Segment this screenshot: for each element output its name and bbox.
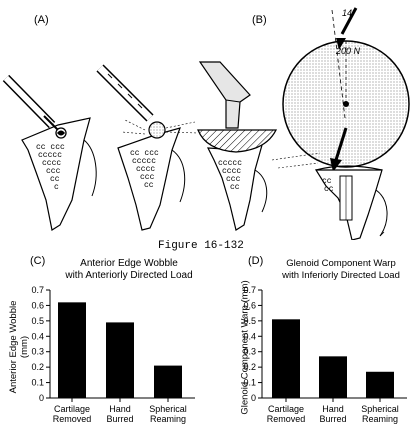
panel-b-label: (B) (252, 14, 267, 26)
chart-c-title-line: with Anteriorly Directed Load (65, 270, 193, 281)
cartilage-row: cc (50, 175, 60, 184)
spherical-reamer-tool (197, 61, 278, 153)
chart-c-ytick-label: 0.5 (31, 316, 44, 326)
chart-d-category-label: Removed (267, 414, 306, 424)
chart-c-ytick-label: 0.2 (31, 362, 44, 372)
chart-c-bar (154, 365, 182, 398)
humeral-head-sphere (282, 9, 410, 168)
chart-d-ytick-label: 0.4 (243, 331, 256, 341)
chart-d-title-line: with Inferiorly Directed Load (282, 270, 400, 281)
chart-d-title-line: Glenoid Component Warp (286, 258, 396, 269)
chart-c-category-label: Hand (109, 404, 131, 414)
glenoid-component-scapula (314, 165, 388, 240)
load-arrow-bottom (330, 127, 348, 172)
cartilage-row: cccc (136, 165, 156, 174)
chart-c-category-label: Cartilage (54, 404, 90, 414)
cartilage-pattern-1: cc ccc ccccc cccc ccc cc c (36, 144, 65, 192)
angle-annotation: 14° (342, 8, 356, 18)
cartilage-row: ccccc (38, 151, 63, 160)
projection-lines (271, 152, 321, 169)
load-arrow-top (336, 7, 358, 50)
scapula-1 (21, 117, 97, 231)
cartilage-row: cc (322, 177, 332, 186)
figure-caption: Figure 16-132 (158, 240, 244, 252)
chart-c-title: Anterior Edge Wobble with Anteriorly Dir… (54, 258, 204, 282)
chart-c-category-label: Spherical (149, 404, 187, 414)
chart-d-category-label: Burred (319, 414, 346, 424)
chart-d-bar (272, 319, 300, 398)
chart-c-ytick-label: 0.1 (31, 378, 44, 388)
chart-d-ytick-label: 0.6 (243, 300, 256, 310)
chart-d-ytick-label: 0 (251, 393, 256, 403)
cartilage-row: ccccc (132, 157, 157, 166)
chart-d-category-label: Cartilage (268, 404, 304, 414)
cartilage-row: cccc (222, 167, 242, 176)
chart-d-bar (366, 371, 394, 398)
chart-c-category-label: Burred (106, 414, 133, 424)
chart-d-ytick-label: 0.5 (243, 316, 256, 326)
cartilage-row: cccc (42, 159, 62, 168)
chart-c-bar (58, 302, 86, 398)
chart-c-ytick-label: 0.6 (31, 300, 44, 310)
cartilage-row: cc (144, 181, 154, 190)
force-annotation: 200 N (336, 46, 361, 56)
chart-d-bar (319, 356, 347, 398)
chart-d-ytick-label: 0.3 (243, 347, 256, 357)
cartilage-row: ccc (46, 167, 61, 176)
chart-c-bar (106, 322, 134, 398)
cartilage-row: cc ccc (36, 143, 65, 152)
cartilage-row: ccccc (218, 159, 243, 168)
panel-a-label: (A) (34, 14, 49, 26)
chart-c-category-label: Reaming (150, 414, 186, 424)
cartilage-pattern-3: ccccc cccc ccc cc (216, 160, 242, 192)
chart-c-ytick-label: 0.4 (31, 331, 44, 341)
chart-c-ytick-label: 0.3 (31, 347, 44, 357)
cartilage-row: c (54, 183, 59, 192)
chart-d-category-label: Reaming (362, 414, 398, 424)
chart-d-title: Glenoid Component Warp with Inferiorly D… (266, 258, 414, 282)
chart-d-ytick-label: 0.1 (243, 378, 256, 388)
chart-d-ytick-label: 0.2 (243, 362, 256, 372)
cartilage-pattern-4: cc cc (322, 178, 334, 194)
chart-d-category-label: Spherical (361, 404, 399, 414)
panel-c-label: (C) (30, 255, 46, 267)
surgical-illustration (2, 7, 410, 240)
chart-c-category-label: Removed (53, 414, 92, 424)
scapula-2 (117, 127, 186, 231)
burr-tool (96, 64, 199, 139)
curette-tool (2, 74, 67, 139)
chart-c-title-line: Anterior Edge Wobble (80, 258, 178, 269)
cartilage-row: cc ccc (130, 149, 159, 158)
cartilage-row: cc (230, 183, 240, 192)
chart-c-ytick-label: 0 (39, 393, 44, 403)
cartilage-pattern-2: cc ccc ccccc cccc ccc cc (130, 150, 159, 190)
chart-d-ytick-label: 0.7 (243, 285, 256, 295)
cartilage-row: ccc (140, 173, 155, 182)
panel-d-label: (D) (248, 255, 264, 267)
chart-c-ytick-label: 0.7 (31, 285, 44, 295)
chart-d-category-label: Hand (322, 404, 344, 414)
cartilage-row: cc (324, 185, 334, 194)
cartilage-row: ccc (226, 175, 241, 184)
